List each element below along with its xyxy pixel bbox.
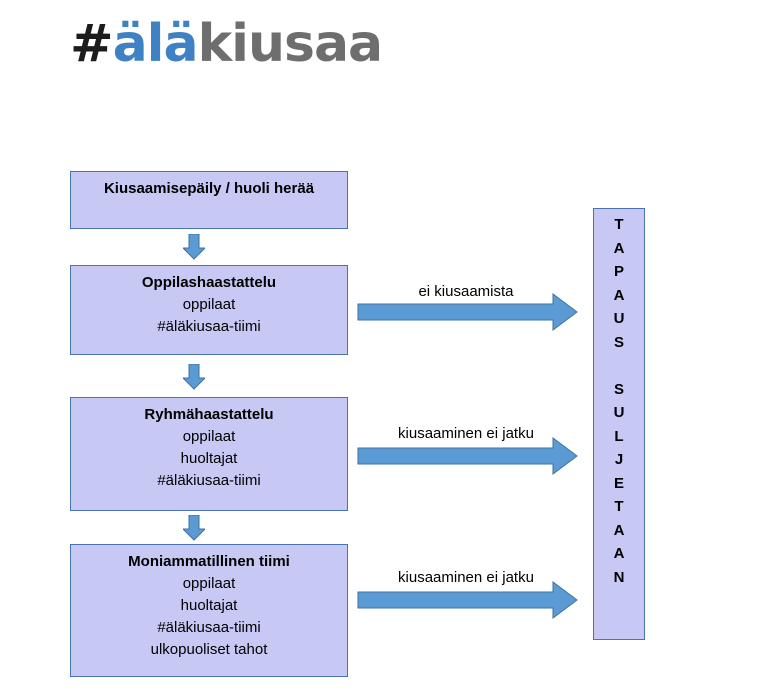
step-title: Kiusaamisepäily / huoli herää — [103, 180, 315, 197]
case-closed-text: T A P A U S S U L J E T A A N — [594, 213, 644, 589]
logo-kiusaa: kiusaa — [197, 14, 384, 74]
right-arrow — [357, 581, 578, 619]
logo-ala: älä — [112, 14, 199, 74]
step-title: Ryhmähaastattelu — [144, 406, 274, 423]
down-arrow — [183, 364, 205, 390]
down-arrow — [183, 234, 205, 260]
step-title: Oppilashaastattelu — [141, 274, 277, 291]
case-closed-letter: U — [613, 404, 625, 421]
case-closed-letter: N — [613, 568, 625, 586]
logo: #äläkiusaa — [70, 18, 383, 70]
step-line: oppilaat — [182, 296, 236, 313]
case-closed-letter: A — [613, 521, 625, 539]
arrow-label: ei kiusaamista — [418, 283, 514, 300]
case-closed-letter: J — [614, 451, 624, 468]
step-line: #äläkiusaa-tiimi — [157, 318, 261, 335]
arrow-label: kiusaaminen ei jatku — [398, 569, 534, 586]
logo-hash: # — [70, 14, 114, 74]
step-box-multiprofessional-team: Moniammatillinen tiimi oppilaat huoltaja… — [70, 544, 348, 677]
right-arrow — [357, 437, 578, 475]
case-closed-letter: S — [613, 333, 624, 351]
right-arrow — [357, 293, 578, 331]
down-arrow — [183, 515, 205, 541]
step-line: huoltajat — [180, 597, 238, 614]
case-closed-letter: T — [614, 498, 624, 515]
step-box-group-interview: Ryhmähaastattelu oppilaat huoltajat #älä… — [70, 397, 348, 511]
step-title: Moniammatillinen tiimi — [128, 553, 290, 570]
case-closed-letter: A — [613, 545, 625, 562]
step-line: ulkopuoliset tahot — [150, 641, 268, 658]
step-box-concern: Kiusaamisepäily / huoli herää — [70, 171, 348, 229]
case-closed-letter: E — [613, 474, 624, 492]
step-line: #äläkiusaa-tiimi — [157, 619, 261, 636]
step-box-student-interview: Oppilashaastattelu oppilaat #äläkiusaa-t… — [70, 265, 348, 355]
case-closed-letter: S — [613, 380, 624, 398]
step-line: huoltajat — [180, 450, 238, 467]
case-closed-letter: U — [613, 310, 625, 327]
case-closed-letter — [594, 354, 644, 378]
step-line: oppilaat — [182, 575, 236, 592]
case-closed-letter: T — [614, 216, 624, 233]
step-line: #äläkiusaa-tiimi — [157, 472, 261, 489]
case-closed-letter: P — [613, 263, 624, 280]
case-closed-letter: L — [614, 427, 624, 445]
case-closed-letter: A — [613, 239, 625, 257]
case-closed-box: T A P A U S S U L J E T A A N — [593, 208, 645, 640]
case-closed-letter: A — [613, 286, 625, 304]
step-line: oppilaat — [182, 428, 236, 445]
arrow-label: kiusaaminen ei jatku — [398, 425, 534, 442]
